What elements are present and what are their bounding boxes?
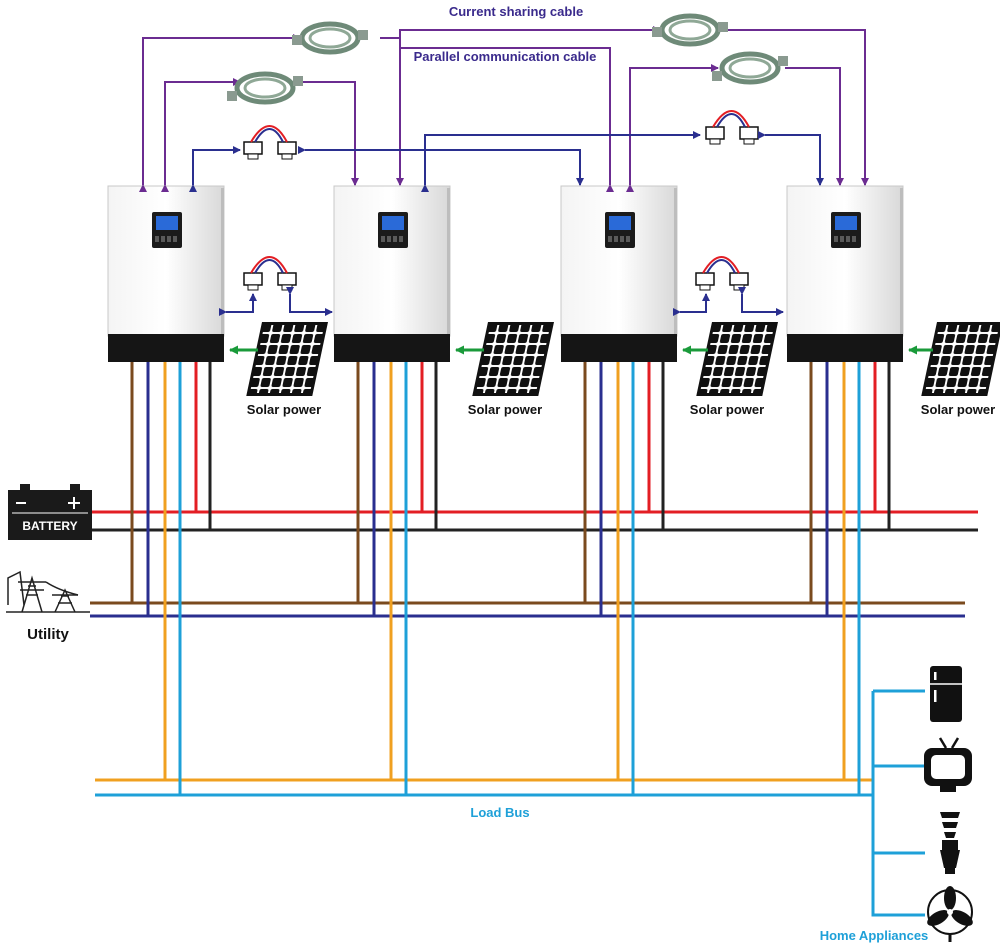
utility-tower-icon — [6, 570, 90, 613]
refrigerator-icon — [930, 666, 962, 722]
inverter-1 — [107, 185, 225, 362]
load-bus-label: Load Bus — [470, 805, 529, 820]
sharing-link — [219, 293, 257, 316]
bulb-icon — [940, 812, 960, 874]
sharing-link — [286, 287, 333, 316]
parallel-cable-coil-icon — [652, 13, 728, 47]
tv-icon — [924, 737, 972, 792]
solar-panel-icon — [246, 322, 328, 396]
inverter-wires-4 — [809, 360, 891, 795]
connector-plug-icon — [705, 110, 759, 145]
parallel-communication-cable-label: Parallel communication cable — [414, 49, 597, 64]
inverter-2 — [333, 185, 451, 362]
connector-plug-icon — [243, 125, 297, 160]
parallel-cable-coil-icon — [712, 51, 788, 85]
inverter-3 — [560, 185, 678, 362]
solar-power-label: Solar power — [247, 402, 321, 417]
solar-panel-icon — [696, 322, 778, 396]
solar-panel-icon — [472, 322, 554, 396]
sharing-link — [738, 287, 784, 316]
appliance-wiring — [871, 689, 925, 917]
inverters — [107, 185, 904, 362]
solar-panel-icon — [921, 322, 1000, 396]
battery-icon — [8, 484, 92, 540]
battery-bus — [92, 510, 978, 532]
current-sharing-lines — [189, 131, 824, 192]
solar-power-label: Solar power — [921, 402, 995, 417]
inverter-wires-2 — [356, 360, 438, 795]
inverter-wires-3 — [583, 360, 665, 795]
solar-power-label: Solar power — [690, 402, 764, 417]
home-appliances-label: Home Appliances — [820, 928, 929, 943]
solar-labels: Solar power Solar power Solar power Solar p… — [247, 402, 995, 417]
utility-bus — [90, 601, 965, 618]
battery-label: BATTERY — [22, 519, 77, 533]
utility-label: Utility — [27, 626, 69, 643]
solar-panels — [229, 322, 1000, 396]
current-sharing-cable-label: Current sharing cable — [449, 4, 583, 19]
load-bus — [95, 778, 873, 797]
parallel-cable-coil-icon — [227, 71, 303, 105]
connectors — [219, 110, 784, 316]
parallel-cable-coil-icon — [292, 21, 368, 55]
connector-plug-icon — [695, 256, 749, 291]
inverter-wires — [130, 360, 891, 795]
sharing-link — [673, 293, 710, 316]
solar-power-label: Solar power — [468, 402, 542, 417]
connector-plug-icon — [243, 256, 297, 291]
inverter-4 — [786, 185, 904, 362]
inverter-wires-1 — [130, 360, 212, 795]
fan-icon — [927, 886, 973, 942]
